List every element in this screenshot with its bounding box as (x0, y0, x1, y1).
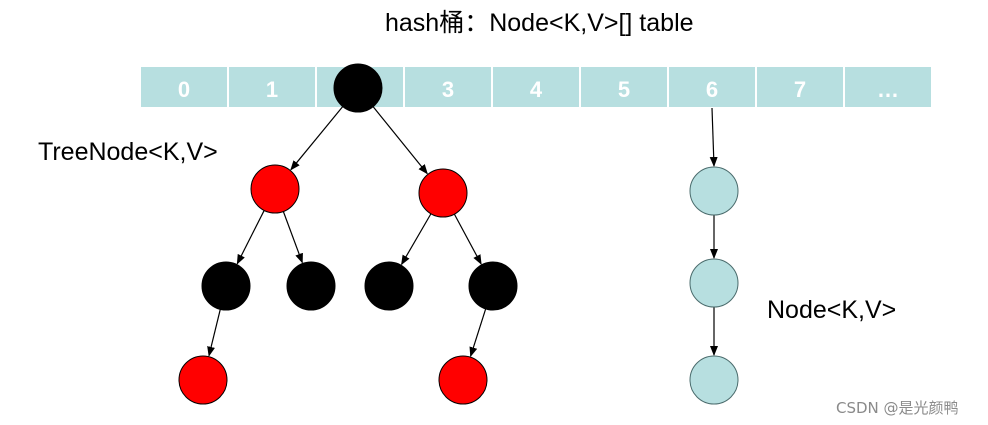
bucket-label-8: … (877, 77, 899, 102)
black-tree-node-root (333, 63, 383, 113)
tree-edge-root-l (290, 106, 344, 171)
bucket-1 (227, 65, 317, 109)
tree-edge-ll-lll (207, 309, 221, 357)
bucket-label-6: 6 (706, 77, 718, 102)
bucket-7 (755, 65, 845, 109)
bucket-label-4: 4 (530, 77, 543, 102)
diagram-title: hash桶：Node<K,V>[] table (385, 9, 694, 37)
bucket-5 (579, 65, 669, 109)
tree-edge-r-rl (401, 213, 432, 266)
bucket-label-1: 1 (266, 77, 278, 102)
red-tree-node-lll (178, 355, 228, 405)
tree-edge-l-ll (236, 210, 265, 265)
red-tree-node-r (418, 168, 468, 218)
bucket-6-edge (709, 107, 718, 167)
black-tree-node-ll (201, 261, 251, 311)
bucket-8 (843, 65, 933, 109)
tree-edge-rr-rrl (469, 308, 487, 358)
bucket-label-5: 5 (618, 77, 630, 102)
black-tree-node-rl (364, 261, 414, 311)
bucket-3 (403, 65, 493, 109)
edges (207, 106, 718, 358)
watermark: CSDN @是光颜鸭 (836, 399, 959, 417)
tree-edge-root-r (372, 106, 428, 175)
list-node-label: Node<K,V> (767, 296, 896, 324)
bucket-label-0: 0 (178, 77, 190, 102)
list-node-n3 (689, 355, 739, 405)
black-tree-node-lr (286, 261, 336, 311)
nodes (178, 63, 739, 405)
red-tree-node-rrl (438, 355, 488, 405)
bucket-label-3: 3 (442, 77, 454, 102)
black-tree-node-rr (468, 261, 518, 311)
list-node-n1 (689, 166, 739, 216)
tree-edge-l-lr (282, 211, 303, 264)
list-node-n2 (689, 258, 739, 308)
bucket-array: 0 1 3 4 5 6 7 … (139, 65, 933, 109)
red-tree-node-l (250, 164, 300, 214)
tree-edge-r-rr (453, 213, 482, 265)
tree-node-label: TreeNode<K,V> (38, 138, 218, 166)
bucket-0 (139, 65, 229, 109)
bucket-label-7: 7 (794, 77, 806, 102)
bucket-4 (491, 65, 581, 109)
